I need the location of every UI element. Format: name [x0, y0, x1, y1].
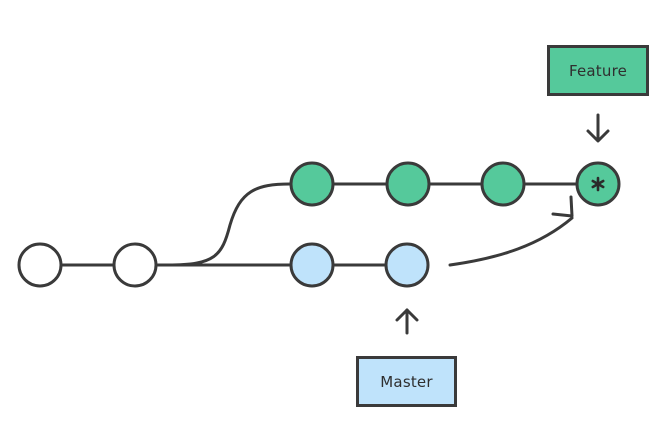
merge-arrow-head [551, 195, 574, 218]
commit-feature-3 [480, 161, 526, 207]
commit-feature-2 [385, 161, 431, 207]
commit-empty-1 [17, 242, 63, 288]
commit-master-2 [384, 242, 430, 288]
feature-pointer-head [586, 129, 610, 143]
commit-master-1 [289, 242, 335, 288]
master-branch-label: Master [356, 356, 457, 407]
commit-empty-2 [112, 242, 158, 288]
asterisk-icon [591, 176, 605, 192]
commit-feature-1 [289, 161, 335, 207]
feature-branch-label: Feature [547, 45, 649, 96]
merge-arrow-curve [448, 216, 574, 267]
master-pointer-head [395, 308, 419, 322]
branch-curve [166, 182, 292, 267]
